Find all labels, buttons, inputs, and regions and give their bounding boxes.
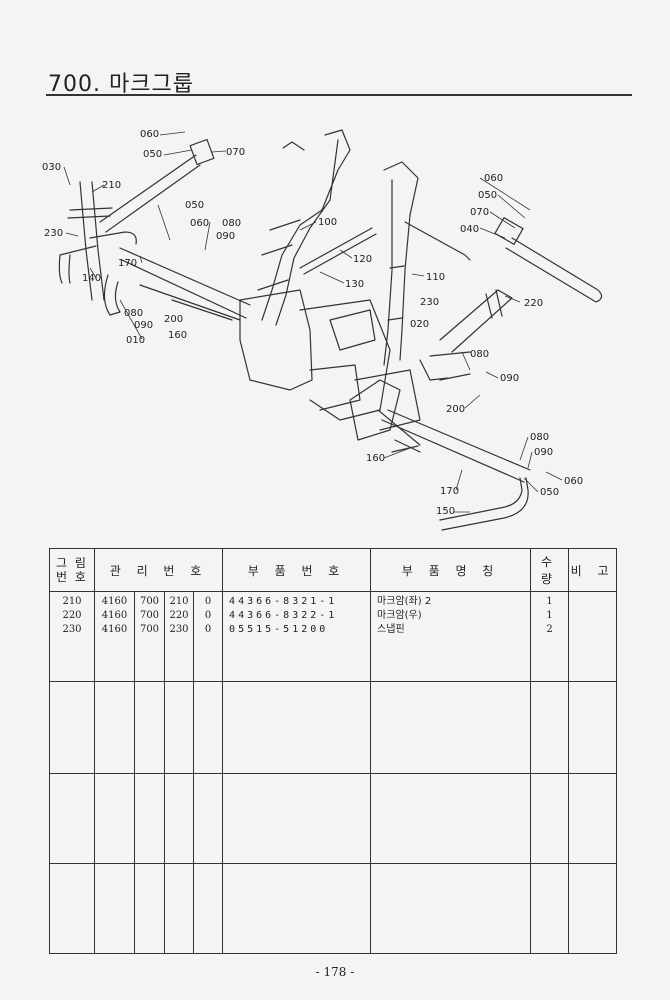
callout-050d: 050 bbox=[540, 487, 559, 498]
header-fig-no: 그 림 번 호 bbox=[49, 548, 95, 592]
callout-060a: 060 bbox=[140, 129, 159, 140]
callout-050c: 050 bbox=[478, 190, 497, 201]
title-rule bbox=[46, 94, 632, 96]
mgmt-col-1: 4160 4160 4160 bbox=[94, 591, 135, 682]
mgmt-no-1: 4160 bbox=[101, 596, 128, 607]
part-no: 44366-8321-1 bbox=[229, 596, 338, 607]
callout-090c: 090 bbox=[500, 373, 519, 384]
hook-140 bbox=[58, 245, 97, 284]
callout-170a: 170 bbox=[118, 258, 137, 269]
callout-220: 220 bbox=[524, 298, 543, 309]
qty: 2 bbox=[546, 624, 553, 635]
lever-040 bbox=[505, 237, 603, 303]
page-number: - 178 - bbox=[315, 965, 355, 979]
parts-table: 그 림 번 호 관 리 번 호 부 품 번 호 부 품 명 칭 수 량 비 고 … bbox=[49, 548, 618, 954]
hook-150 bbox=[439, 477, 529, 531]
callout-130: 130 bbox=[345, 279, 364, 290]
header-mgmt-no: 관 리 번 호 bbox=[93, 548, 224, 592]
qty: 1 bbox=[546, 596, 553, 607]
mgmt-no-4: 0 bbox=[204, 596, 212, 607]
mgmt-col-3: 210 220 230 bbox=[164, 591, 194, 682]
callout-170b: 170 bbox=[440, 486, 459, 497]
parts-diagram: 060 050 070 030 210 230 140 170 010 090 … bbox=[42, 129, 603, 531]
callout-230b: 230 bbox=[420, 297, 439, 308]
table-row-block-3 bbox=[49, 773, 618, 864]
part-no: 05515-51200 bbox=[229, 624, 329, 635]
mgmt-col-2: 700 700 700 bbox=[134, 591, 165, 682]
callout-030: 030 bbox=[42, 162, 61, 173]
right-column-110 bbox=[383, 161, 419, 366]
callout-060d: 060 bbox=[564, 476, 583, 487]
bracket-plate bbox=[239, 289, 313, 391]
qty: 1 bbox=[546, 610, 553, 621]
header-remark: 비 고 bbox=[568, 548, 618, 592]
mgmt-col-4: 0 0 0 bbox=[192, 591, 224, 682]
fig-no: 220 bbox=[62, 610, 82, 621]
callout-070c: 070 bbox=[470, 207, 489, 218]
header-qty: 수 량 bbox=[530, 548, 570, 592]
table-row-block-4 bbox=[49, 863, 618, 954]
callout-160a: 160 bbox=[168, 330, 187, 341]
mgmt-no-2: 700 bbox=[139, 610, 160, 621]
callout-090a: 090 bbox=[134, 320, 153, 331]
mgmt-no-2: 700 bbox=[139, 596, 160, 607]
fig-no: 230 bbox=[62, 624, 82, 635]
mark-arm-left bbox=[79, 181, 105, 301]
mark-arm-right bbox=[439, 289, 513, 353]
callout-040: 040 bbox=[460, 224, 479, 235]
table-row-block-1: 210 220 230 4160 4160 4160 700 700 700 2… bbox=[49, 591, 618, 682]
mgmt-no-3: 210 bbox=[169, 596, 189, 607]
callout-090b: 090 bbox=[216, 231, 235, 242]
callout-060b: 060 bbox=[190, 218, 209, 229]
part-name: 스냅핀 bbox=[377, 624, 405, 635]
cross-shaft-right bbox=[381, 409, 531, 483]
part-no-col: 44366-8321-1 44366-8322-1 05515-51200 bbox=[222, 591, 372, 682]
part-name: 마크암(좌) 2 bbox=[377, 596, 432, 607]
callout-080b: 080 bbox=[222, 218, 241, 229]
mgmt-no-1: 4160 bbox=[101, 624, 128, 635]
callout-080d: 080 bbox=[530, 432, 549, 443]
callout-120: 120 bbox=[353, 254, 372, 265]
mgmt-no-3: 220 bbox=[169, 610, 189, 621]
part-name: 마크암(우) bbox=[377, 610, 422, 621]
callout-100: 100 bbox=[318, 217, 337, 228]
callout-200b: 200 bbox=[446, 404, 465, 415]
rod-120 bbox=[299, 227, 377, 275]
callout-140: 140 bbox=[82, 273, 101, 284]
fig-col: 210 220 230 bbox=[49, 591, 95, 682]
callout-150: 150 bbox=[436, 506, 455, 517]
mgmt-no-3: 230 bbox=[169, 624, 189, 635]
table-row-block-2 bbox=[49, 681, 618, 774]
mgmt-no-4: 0 bbox=[204, 624, 212, 635]
callout-050b: 050 bbox=[185, 200, 204, 211]
callout-020: 020 bbox=[410, 319, 429, 330]
mgmt-no-4: 0 bbox=[204, 610, 212, 621]
cross-shaft-left bbox=[119, 247, 251, 319]
table-header-row: 그 림 번 호 관 리 번 호 부 품 번 호 부 품 명 칭 수 량 비 고 bbox=[49, 548, 618, 592]
callout-160b: 160 bbox=[366, 453, 385, 464]
mgmt-no-1: 4160 bbox=[101, 610, 128, 621]
header-part-no: 부 품 번 호 bbox=[222, 548, 372, 592]
callout-050a: 050 bbox=[143, 149, 162, 160]
center-column-100 bbox=[261, 129, 351, 326]
callout-210: 210 bbox=[102, 180, 121, 191]
fig-no: 210 bbox=[62, 596, 82, 607]
callout-090d: 090 bbox=[534, 447, 553, 458]
callout-080c: 080 bbox=[470, 349, 489, 360]
callout-080a: 080 bbox=[124, 308, 143, 319]
callout-060c: 060 bbox=[484, 173, 503, 184]
remark-col bbox=[568, 591, 618, 682]
lever-070 bbox=[99, 154, 201, 233]
header-part-name: 부 품 명 칭 bbox=[370, 548, 532, 592]
part-name-col: 마크암(좌) 2 마크암(우) 스냅핀 bbox=[370, 591, 532, 682]
page-title: 700. 마크그룹 bbox=[48, 72, 194, 97]
callout-070a: 070 bbox=[226, 147, 245, 158]
callout-230a: 230 bbox=[44, 228, 63, 239]
mgmt-no-2: 700 bbox=[139, 624, 160, 635]
callout-110: 110 bbox=[426, 272, 445, 283]
qty-col: 1 1 2 bbox=[530, 591, 570, 682]
callout-010: 010 bbox=[126, 335, 145, 346]
callout-200a: 200 bbox=[164, 314, 183, 325]
part-no: 44366-8322-1 bbox=[229, 610, 338, 621]
